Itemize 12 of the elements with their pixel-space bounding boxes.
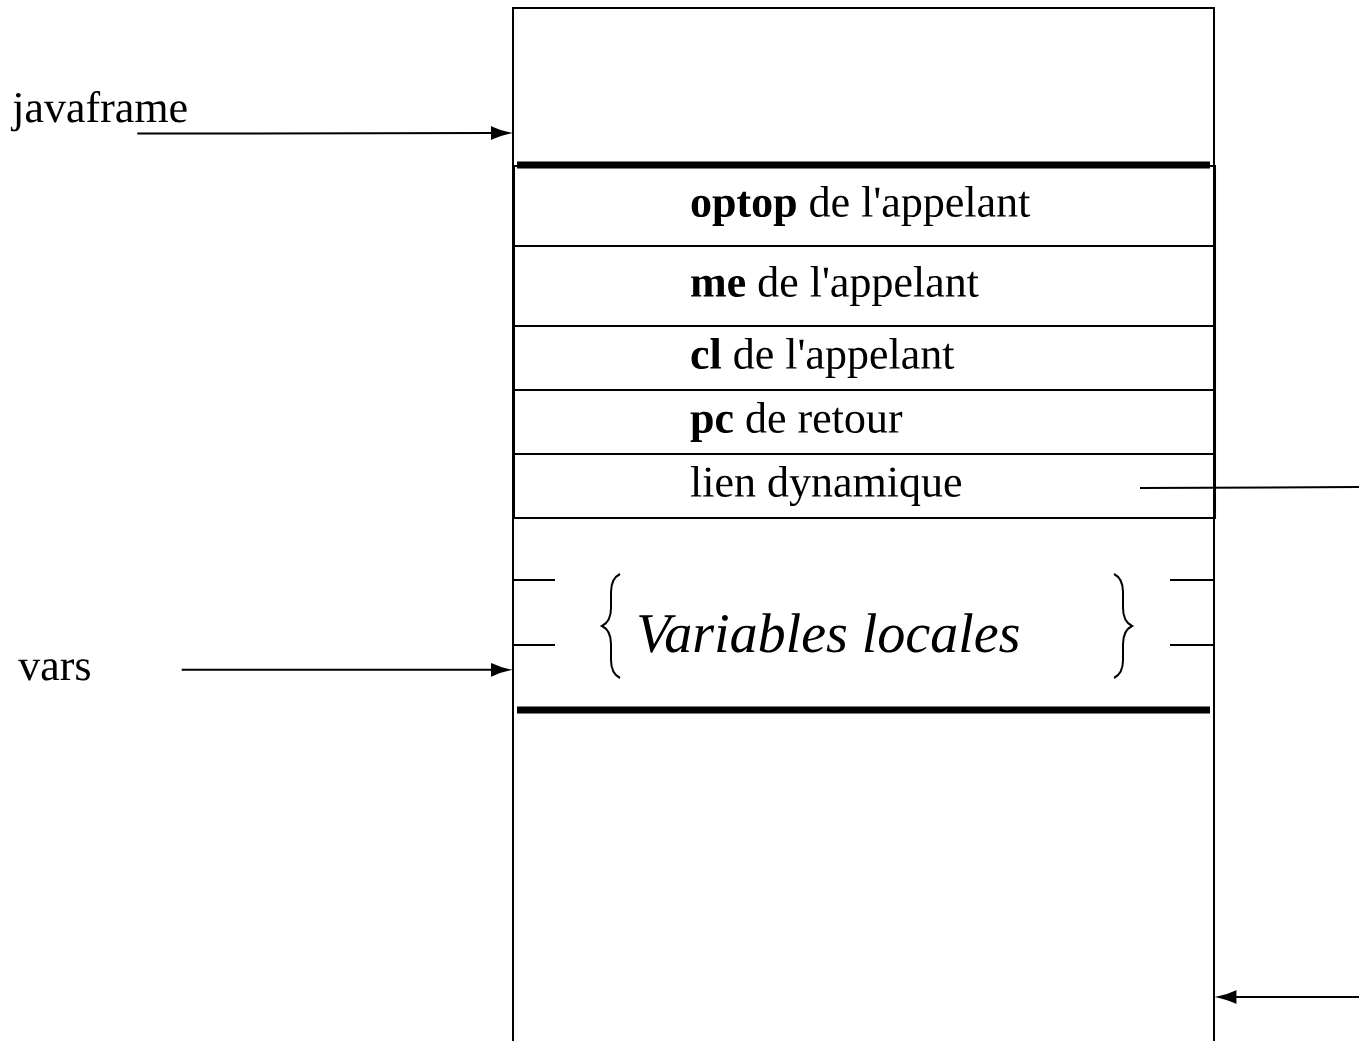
stack-row: optop de l'appelant	[513, 165, 1216, 247]
stack-column	[512, 7, 1215, 1041]
arrow	[136, 126, 510, 140]
stack-row: me de l'appelant	[513, 245, 1216, 327]
stack-row: lien dynamique	[513, 453, 1216, 519]
stack-row: cl de l'appelant	[513, 325, 1216, 391]
stack-row: pc de retour	[513, 389, 1216, 455]
arrow	[180, 663, 510, 677]
pointer-label: vars	[18, 659, 90, 681]
pointer-label: javaframe	[10, 91, 187, 132]
local-variables-area: Variables locales	[639, 613, 1019, 653]
arrow	[1218, 990, 1359, 1004]
